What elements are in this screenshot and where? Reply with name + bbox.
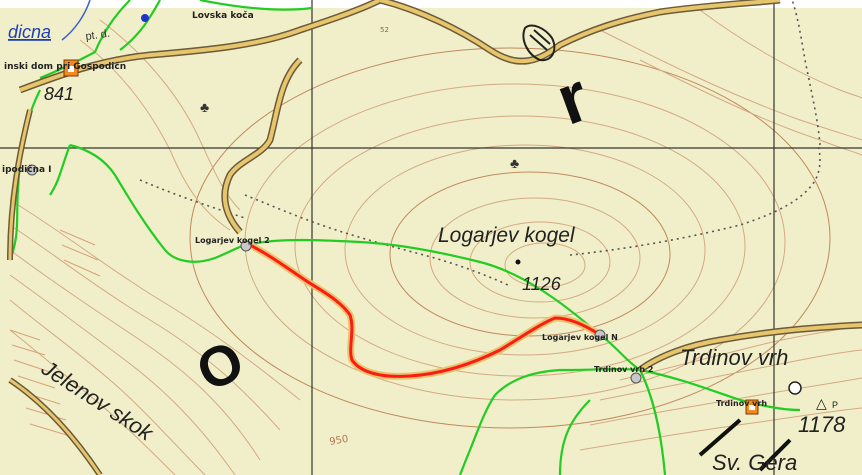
label-height-841: 841 (44, 84, 74, 104)
spring-dot (141, 14, 149, 22)
cliff-hatching (9, 229, 101, 437)
forest-symbol-2: ♣ (510, 155, 519, 171)
forest-symbol-1: ♣ (200, 99, 209, 115)
label-trdinov-hut: Trdinov vrh (716, 399, 767, 408)
waypoint-logarjev-kogel-2[interactable] (240, 240, 252, 252)
poi-hut-top[interactable] (63, 59, 79, 77)
label-contour-52: 52 (380, 26, 389, 34)
waypoint-spring[interactable] (26, 164, 38, 176)
sky-patch (0, 0, 862, 8)
waypoint-logarjev-kogel-n[interactable] (594, 329, 606, 341)
label-place-top-left: dicna (8, 22, 51, 42)
waypoint-markers[interactable] (26, 164, 642, 384)
label-trdinov-vrh-2: Trdinov vrh 2 (594, 365, 653, 374)
dotted-paths (139, 0, 821, 287)
triangle-icon: △ (816, 395, 827, 411)
poi-trdinov-hut[interactable] (745, 399, 759, 415)
peak-contours (189, 47, 831, 429)
cliff-symbol (522, 24, 556, 62)
main-road (7, 0, 862, 475)
dark-ridges (698, 418, 792, 472)
label-peak-height: 1126 (522, 274, 562, 294)
label-sv-gera: Sv. Gera (712, 450, 797, 475)
label-logarjev-kogel-n: Logarjev kogel N (542, 333, 618, 342)
summit-circle (788, 381, 802, 395)
slope-contours-right (579, 9, 862, 451)
route-line (246, 240, 602, 380)
label-hut-top: Lovska koča (192, 10, 254, 21)
label-spring-left: ipodična I (2, 164, 52, 175)
label-logarjev-kogel-2: Logarjev kogel 2 (195, 236, 270, 245)
waypoint-trdinov-vrh-2[interactable] (630, 372, 642, 384)
label-hut-name: inski dom pri Gospodičn (4, 61, 126, 72)
label-peak-name: Logarjev kogel (438, 224, 576, 247)
planned-route (247, 242, 601, 378)
stream (61, 0, 91, 41)
peak-point (515, 259, 521, 265)
label-trdinov-vrh: Trdinov vrh (680, 345, 788, 370)
label-road-ptd: pt. d. (85, 28, 111, 43)
label-height-1178: 1178 (798, 412, 846, 437)
slope-contours-left (9, 19, 301, 475)
label-contour-950: 950 (329, 434, 350, 448)
triangle-label: P (832, 400, 838, 410)
